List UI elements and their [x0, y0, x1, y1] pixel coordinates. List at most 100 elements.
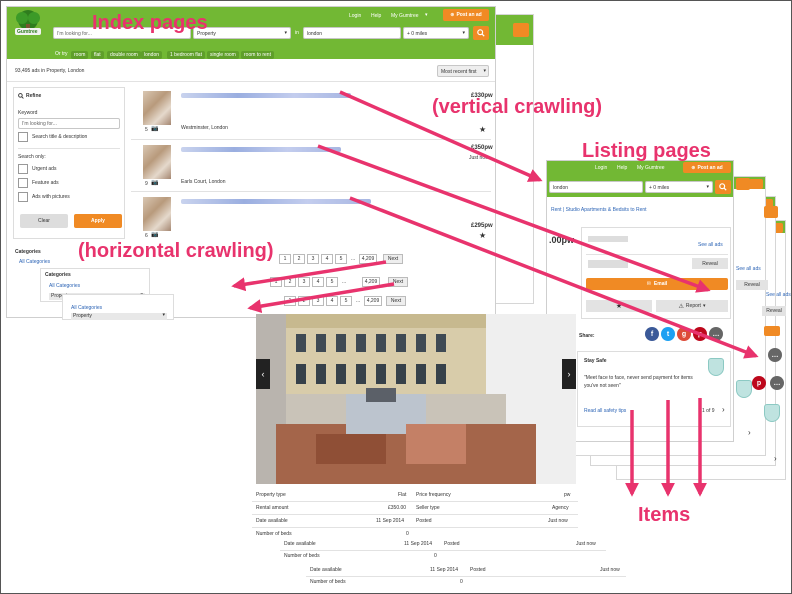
chevron-down-icon: ▾ — [702, 303, 706, 309]
page-4[interactable]: 4 — [321, 254, 333, 264]
page-3[interactable]: 3 — [307, 254, 319, 264]
divider — [252, 514, 578, 515]
pictures-checkbox[interactable] — [18, 192, 28, 202]
see-all-ads-link-ghost[interactable]: See all ads — [736, 266, 761, 272]
number-of-beds-value: 0 — [434, 553, 437, 559]
location-input[interactable]: london — [303, 27, 401, 39]
more-share-icon[interactable]: … — [770, 376, 784, 390]
camera-icon: 📷 — [151, 180, 159, 186]
posted-label: Posted — [470, 567, 486, 573]
search-input[interactable]: I'm looking for... — [53, 27, 191, 39]
nav-login[interactable]: Login — [595, 165, 608, 171]
search-button[interactable] — [715, 180, 731, 194]
safety-tips-link[interactable]: Read all safety tips — [584, 408, 627, 414]
next-page-button[interactable]: Next — [383, 254, 403, 264]
camera-icon: 📷 — [151, 232, 159, 238]
page-4[interactable]: 4 — [326, 296, 338, 306]
distance-select[interactable]: + 0 miles ▾ — [645, 181, 713, 193]
more-share-icon[interactable]: … — [768, 348, 782, 362]
search-button[interactable] — [473, 26, 489, 40]
location-input-value: london — [553, 185, 569, 191]
distance-select-value: + 0 miles — [649, 185, 670, 191]
shield-icon — [708, 358, 724, 376]
clear-label: Clear — [38, 218, 50, 224]
nav-my-gumtree[interactable]: My Gumtree — [391, 13, 419, 19]
chevron-down-icon: ▾ — [162, 312, 165, 318]
page-3[interactable]: 3 — [298, 277, 310, 287]
prev-photo-button[interactable]: ‹ — [256, 359, 270, 389]
facebook-icon[interactable]: f — [645, 327, 659, 341]
stay-safe-panel: Stay Safe "Meet face to face, never send… — [577, 351, 731, 427]
next-page-button[interactable]: Next — [386, 296, 406, 306]
pinterest-icon[interactable]: p — [752, 376, 766, 390]
property-select[interactable]: Property ▾ — [71, 312, 167, 320]
nav-my-gumtree[interactable]: My Gumtree — [637, 165, 665, 171]
reveal-label: Reveal — [702, 260, 718, 267]
suggestion-london[interactable]: london — [141, 51, 163, 59]
sort-select-value: Most recent first — [441, 69, 477, 75]
page-last[interactable]: 4,209 — [364, 296, 382, 306]
suggestion-1-bedroom-flat[interactable]: 1 bedroom flat — [167, 51, 205, 59]
chevron-right-icon[interactable]: › — [774, 454, 777, 463]
feature-ads-checkbox[interactable] — [18, 178, 28, 188]
divider — [18, 148, 120, 149]
suggestion-double-room[interactable]: double room — [107, 51, 141, 59]
twitter-icon[interactable]: t — [661, 327, 675, 341]
reveal-phone-button[interactable]: Reveal — [692, 258, 728, 269]
post-ad-button[interactable]: ⊕Post an ad — [683, 162, 731, 173]
chevron-right-icon[interactable]: › — [748, 428, 751, 437]
listing-row-3[interactable]: 6 📷 £295pw ★ — [131, 193, 493, 243]
distance-select[interactable]: + 0 miles ▾ — [403, 27, 469, 39]
star-icon[interactable]: ★ — [479, 231, 487, 240]
plus-icon: ⊕ — [450, 12, 455, 18]
property-select-value: Property — [51, 293, 70, 299]
page-1[interactable]: 1 — [279, 254, 291, 264]
all-categories-link[interactable]: All Categories — [71, 305, 103, 311]
next-photo-button[interactable]: › — [562, 359, 576, 389]
suggestion-flat[interactable]: flat — [91, 51, 104, 59]
page-4[interactable]: 4 — [312, 277, 324, 287]
listing-photo[interactable]: ‹ › — [256, 314, 576, 484]
date-available-label: Date available — [256, 518, 288, 524]
next-page-button[interactable]: Next — [388, 277, 408, 287]
search-title-desc-checkbox[interactable] — [18, 132, 28, 142]
listing-row-1[interactable]: 5 📷 Westminster, London £330pw ★ — [131, 87, 493, 139]
see-all-ads-link-ghost[interactable]: See all ads — [766, 292, 791, 298]
reveal-button-ghost[interactable]: Reveal — [762, 306, 786, 316]
see-all-ads-link[interactable]: See all ads — [698, 242, 723, 248]
category-select[interactable]: Property ▾ — [193, 27, 291, 39]
keyword-input[interactable]: I'm looking for... — [18, 118, 120, 129]
clear-button[interactable]: Clear — [20, 214, 68, 228]
distance-select-value: + 0 miles — [407, 31, 428, 37]
email-button[interactable]: ✉Email — [586, 278, 728, 290]
nav-help[interactable]: Help — [617, 165, 628, 171]
page-5[interactable]: 5 — [335, 254, 347, 264]
all-categories-link[interactable]: All Categories — [49, 283, 81, 289]
nav-help[interactable]: Help — [371, 13, 382, 19]
index-page: Gumtree Login Help My Gumtree ▾ ⊕Post an… — [6, 6, 496, 318]
vertical-crawling-label: (vertical crawling) — [432, 96, 603, 118]
chevron-right-icon[interactable]: › — [722, 405, 725, 414]
report-button[interactable]: ⚠Report▾ — [656, 300, 728, 312]
nav-login[interactable]: Login — [349, 13, 362, 19]
apply-button[interactable]: Apply — [74, 214, 122, 228]
reveal-button-ghost[interactable]: Reveal — [736, 280, 768, 290]
suggestion-room[interactable]: room — [71, 51, 89, 59]
page-label: 3 — [311, 256, 315, 262]
all-categories-link[interactable]: All Categories — [19, 259, 51, 265]
warning-icon: ⚠ — [678, 303, 684, 310]
page-2[interactable]: 2 — [293, 254, 305, 264]
listing-row-2[interactable]: 9 📷 Earls Court, London £350pw Just now — [131, 141, 493, 191]
location-input[interactable]: london — [549, 181, 643, 193]
suggestion-room-to-rent[interactable]: room to rent — [241, 51, 274, 59]
urgent-ads-checkbox[interactable] — [18, 164, 28, 174]
star-icon[interactable]: ★ — [479, 125, 487, 134]
page-5[interactable]: 5 — [340, 296, 352, 306]
page-label: 4,209 — [364, 279, 378, 285]
post-ad-button[interactable]: ⊕Post an ad — [443, 9, 489, 21]
breadcrumb[interactable]: Rent | Studio Apartments & Bedsits to Re… — [551, 207, 647, 213]
suggestion-single-room[interactable]: single room — [207, 51, 239, 59]
page-5[interactable]: 5 — [326, 277, 338, 287]
sort-select[interactable]: Most recent first ▾ — [437, 65, 489, 77]
search-icon — [18, 93, 24, 99]
